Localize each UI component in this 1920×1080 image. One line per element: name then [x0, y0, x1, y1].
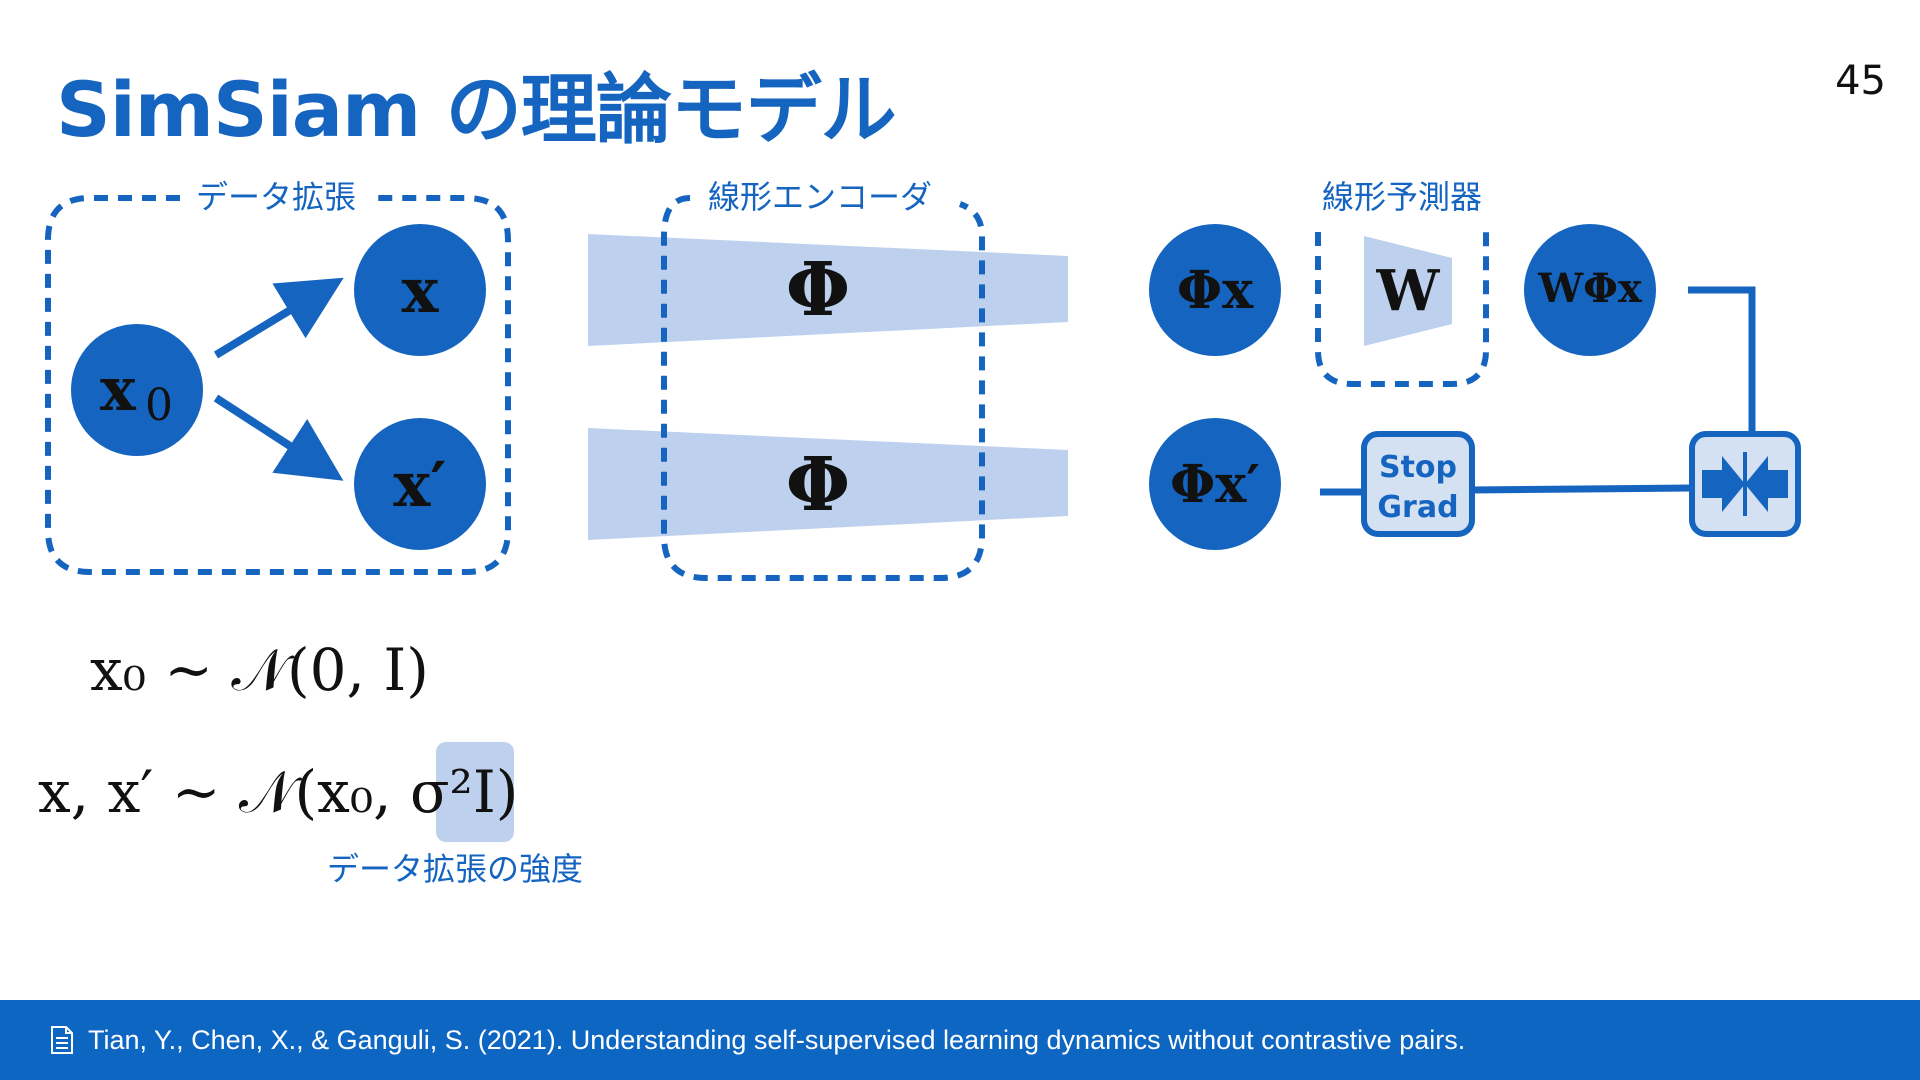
sigma-highlight	[436, 742, 514, 842]
node-x0-subscript: 0	[145, 380, 173, 431]
encoder-box: 線形エンコーダ	[661, 178, 985, 581]
stop-grad-line2: Grad	[1377, 490, 1458, 525]
node-x-label: x	[402, 254, 440, 327]
node-phi-x-prime: Φx′	[1149, 418, 1281, 550]
page-title: SimSiam の理論モデル	[56, 65, 897, 154]
node-w-phi-x: WΦx	[1524, 224, 1656, 356]
arrow-icon	[213, 394, 344, 481]
doc-icon	[50, 1025, 74, 1055]
citation-footer: Tian, Y., Chen, X., & Ganguli, S. (2021)…	[0, 1000, 1920, 1080]
node-x: x	[354, 224, 486, 356]
equation-augment-sigma: σ²	[410, 758, 473, 826]
phi-top: Φ	[786, 247, 850, 333]
node-x-prime: x′	[354, 418, 486, 550]
augmentation-label: データ拡張	[196, 178, 356, 216]
node-phi-x-label: Φx	[1177, 260, 1254, 321]
node-x-prime-label: x′	[393, 448, 446, 521]
augmentation-box: データ拡張	[45, 178, 511, 575]
simsiam-diagram: データ拡張 x 0 x x′ 線形エンコーダ Φ Φ Φx Φx′ 線	[38, 178, 1801, 888]
encoder-shape-top	[588, 234, 1068, 346]
phi-bottom: Φ	[786, 442, 850, 528]
predictor-w: W	[1376, 258, 1441, 324]
predictor-box: 線形予測器 W	[1315, 178, 1489, 387]
stop-grad-line1: Stop	[1379, 450, 1457, 485]
stop-grad-box: Stop Grad	[1361, 431, 1475, 537]
augmentation-strength-label: データ拡張の強度	[327, 850, 583, 888]
equation-augment-right: I)	[473, 758, 519, 826]
compare-icon	[1689, 431, 1801, 537]
connector-line	[1688, 286, 1756, 434]
node-x0: x 0	[71, 324, 203, 456]
arrow-icon	[213, 277, 344, 359]
connector-line	[1471, 484, 1693, 494]
encoder-shape-bottom	[588, 428, 1068, 540]
equation-augment: x, x′ ~ 𝒩(x₀, σ²I)	[38, 758, 518, 826]
page-number: 45	[1835, 58, 1886, 104]
node-phi-x-prime-label: Φx′	[1170, 454, 1260, 515]
node-phi-x: Φx	[1149, 224, 1281, 356]
citation-text: Tian, Y., Chen, X., & Ganguli, S. (2021)…	[88, 1024, 1466, 1055]
predictor-label: 線形予測器	[1322, 178, 1482, 216]
equation-prior: x₀ ~ 𝒩(0, I)	[90, 636, 429, 704]
node-x0-label: x	[100, 355, 137, 425]
encoder-label: 線形エンコーダ	[708, 178, 932, 216]
equation-augment-left: x, x′ ~ 𝒩(x₀,	[38, 758, 410, 826]
node-w-phi-x-label: WΦx	[1537, 265, 1643, 312]
